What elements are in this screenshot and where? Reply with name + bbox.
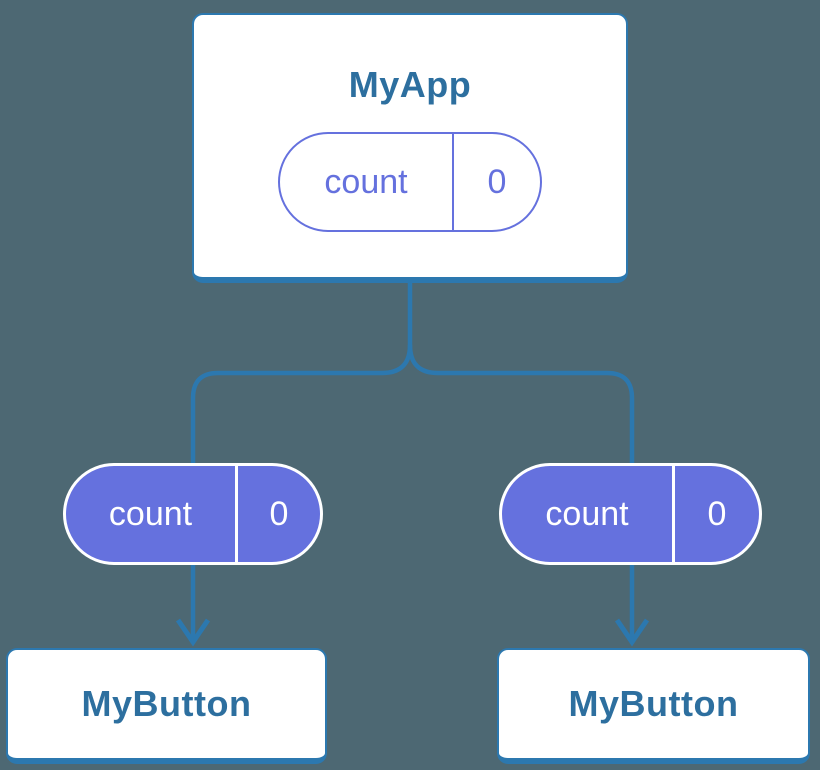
component-title-myapp: MyApp: [348, 64, 472, 105]
left-arrowhead-icon: [175, 618, 211, 647]
prop-pill-right-divider: [672, 466, 675, 562]
state-pill-label: count: [324, 163, 408, 201]
state-pill-value: 0: [487, 163, 507, 201]
component-card-mybutton-left: MyButton: [6, 648, 327, 764]
state-pill: count 0: [278, 132, 542, 232]
prop-pill-left: count 0: [63, 463, 323, 565]
prop-pill-left-label: count: [108, 495, 193, 533]
component-title-mybutton-left: MyButton: [81, 683, 252, 724]
prop-pill-right: count 0: [499, 463, 762, 565]
right-branch-connector: [407, 344, 635, 468]
prop-pill-left-value: 0: [269, 495, 289, 533]
prop-pill-right-value: 0: [707, 495, 727, 533]
left-branch-connector: [190, 344, 413, 468]
prop-pill-right-label: count: [545, 495, 629, 533]
prop-pill-left-divider: [235, 466, 238, 562]
component-card-myapp: MyApp count 0: [192, 13, 628, 283]
right-arrowhead-icon: [614, 618, 650, 647]
state-pill-divider: [452, 134, 454, 230]
component-card-mybutton-right: MyButton: [497, 648, 810, 764]
component-title-mybutton-right: MyButton: [568, 683, 739, 724]
